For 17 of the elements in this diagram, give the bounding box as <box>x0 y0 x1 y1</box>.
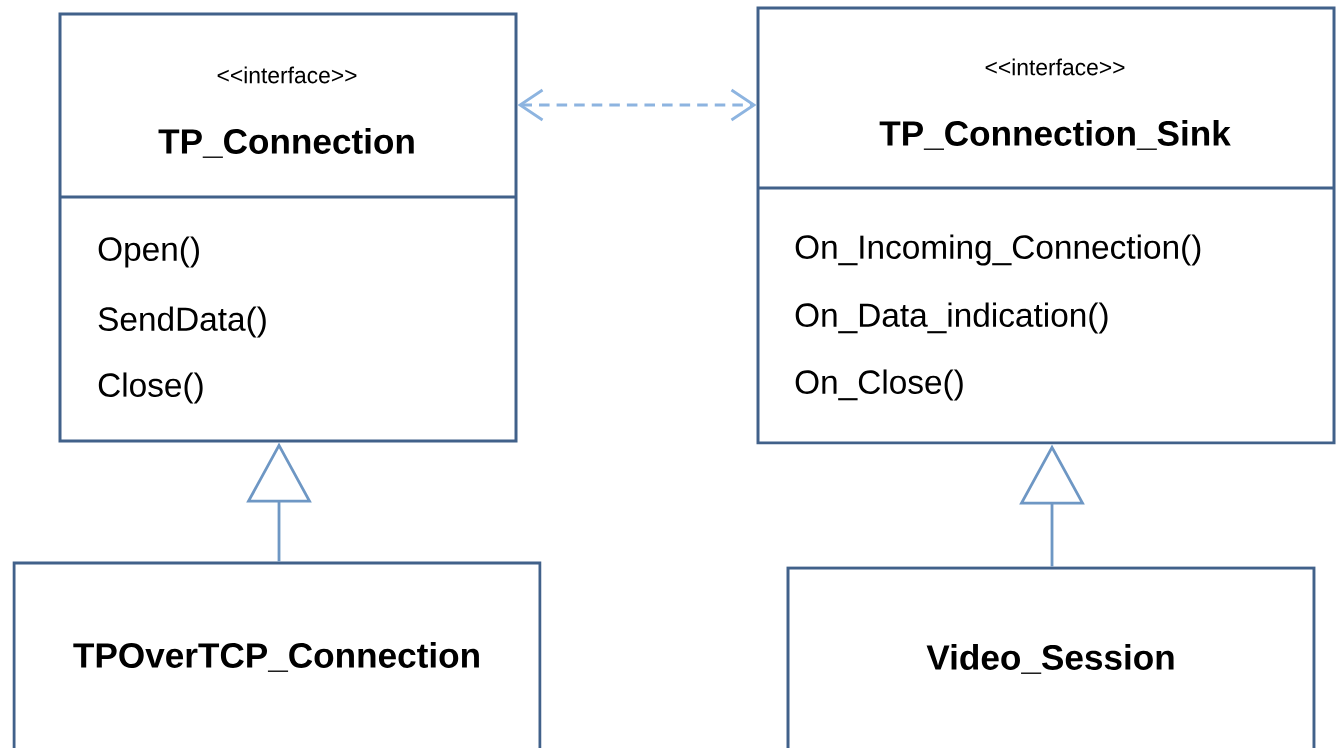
class-box <box>58 12 518 443</box>
class-box <box>756 6 1336 445</box>
class-name: TP_Connection <box>158 128 414 158</box>
class-name: TP_Connection_Sink <box>879 120 1231 150</box>
method-name: Open() <box>98 236 199 268</box>
stereotype-label: <<interface>> <box>985 58 1125 76</box>
class-name: Video_Session <box>926 644 1174 674</box>
method-name: Close() <box>98 372 203 404</box>
method-name: On_Data_indication() <box>795 302 1108 334</box>
stereotype-label: <<interface>> <box>217 66 357 84</box>
dependency-arrow <box>517 88 757 122</box>
class-name: TPOverTCP_Connection <box>73 642 479 672</box>
method-name: On_Incoming_Connection() <box>795 234 1201 266</box>
method-name: SendData() <box>98 306 266 338</box>
method-name: On_Close() <box>795 369 963 401</box>
class-box <box>786 566 1316 748</box>
class-box <box>12 561 542 748</box>
